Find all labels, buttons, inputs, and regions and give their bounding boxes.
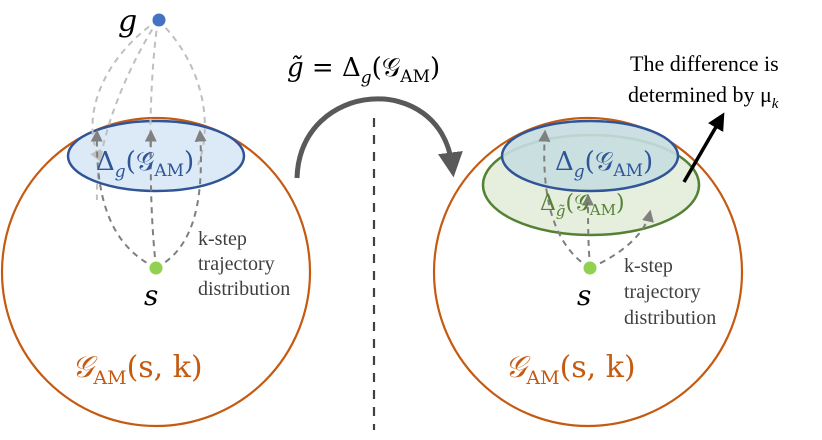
- left-note-line-3: distribution: [198, 278, 290, 300]
- right-region-label: 𝒢AM(s, k): [505, 350, 636, 389]
- left-region-label: 𝒢AM(s, k): [72, 350, 203, 389]
- left-traj-1: [90, 129, 157, 269]
- annotation-arrow: [682, 112, 725, 183]
- annotation-line-1: The difference is: [630, 51, 779, 76]
- left-note-line-2: trajectory: [198, 253, 275, 275]
- right-note-line-3: distribution: [624, 307, 716, 329]
- right-note-line-2: trajectory: [624, 281, 701, 303]
- right-trajectory-note: k-step trajectory distribution: [624, 255, 716, 329]
- right-set-label: Δg(𝒢AM): [555, 147, 653, 182]
- transform-arrow: [294, 96, 463, 179]
- left-start-dot: [149, 261, 163, 275]
- left-note-line-1: k-step: [198, 228, 247, 250]
- right-note-line-1: k-step: [624, 255, 673, 277]
- right-trajectories: [538, 129, 654, 269]
- left-traj-3: [155, 129, 207, 269]
- goal-path-4: [95, 19, 159, 201]
- difference-annotation: The difference is determined by μk: [628, 51, 779, 112]
- left-trajectories: [90, 129, 207, 269]
- goal-dot: [152, 13, 166, 27]
- left-start-label: s: [144, 279, 158, 312]
- right-start-label: s: [577, 279, 591, 312]
- right-tilde-set-label: Δg̃(𝒢AM): [540, 191, 625, 220]
- annotation-line-2: determined by μk: [628, 82, 779, 112]
- transform-equation: g̃ = Δg(𝒢AM): [287, 53, 440, 88]
- goal-path-1: [90, 19, 159, 163]
- left-traj-2: [144, 129, 157, 269]
- right-traj-2: [582, 193, 595, 269]
- right-traj-3: [589, 209, 654, 269]
- left-trajectory-note: k-step trajectory distribution: [198, 228, 290, 300]
- left-reachable-region: [0, 116, 312, 428]
- right-traj-1: [538, 129, 591, 269]
- goal-label: g: [118, 4, 137, 39]
- right-start-dot: [583, 261, 597, 275]
- left-set-label: Δg(𝒢AM): [96, 147, 194, 182]
- right-reachable-region: [432, 116, 744, 428]
